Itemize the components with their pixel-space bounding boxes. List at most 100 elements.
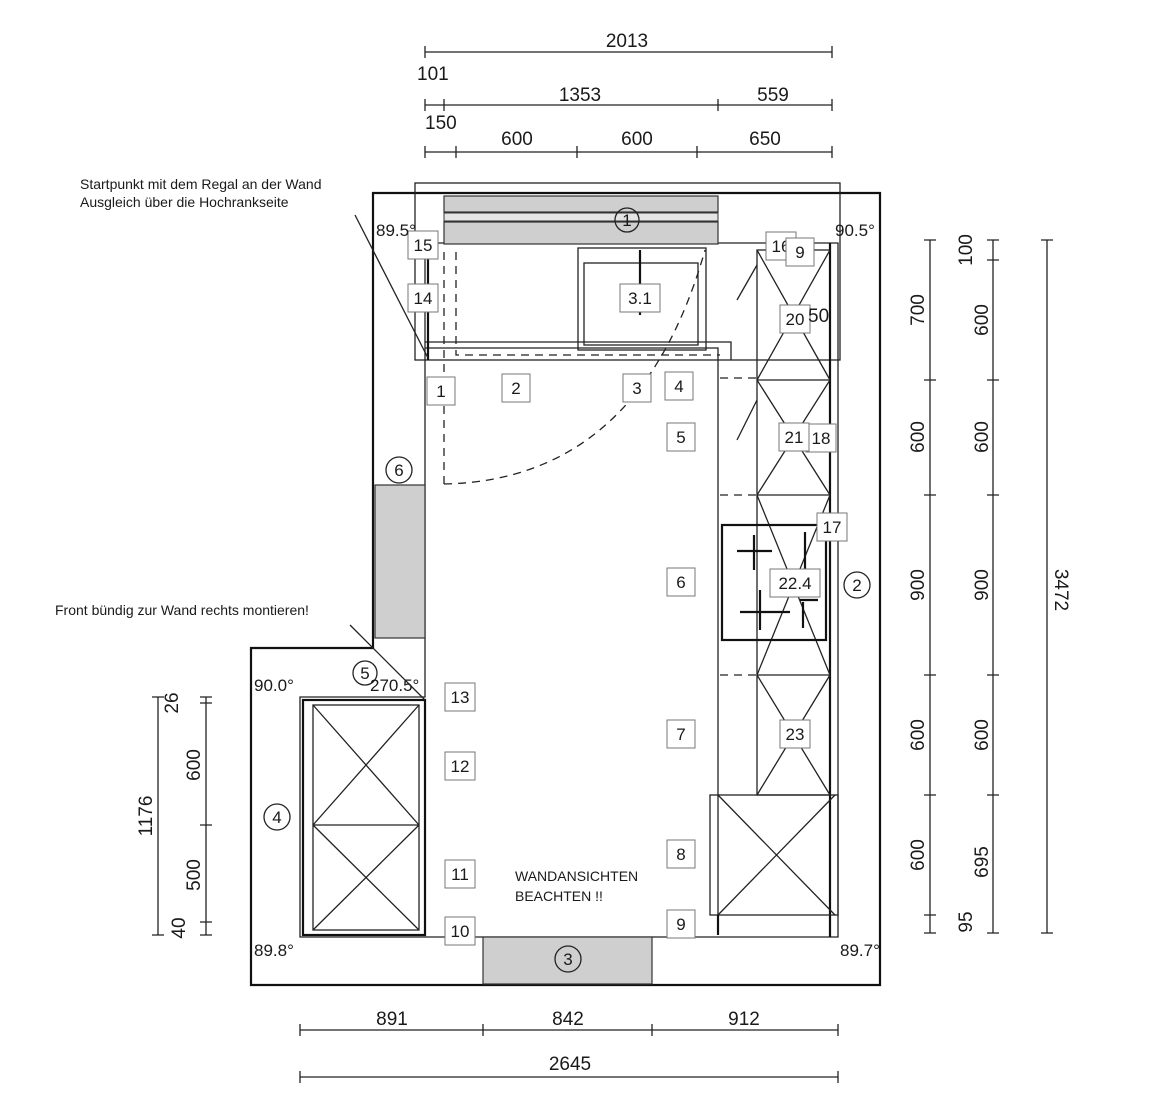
cabinet-label-frame bbox=[778, 422, 810, 452]
cabinet-number: 13 bbox=[451, 688, 470, 707]
cabinet-label-frame bbox=[666, 719, 696, 749]
dim-top-600b: 600 bbox=[621, 129, 653, 150]
wall-4-label: 4 bbox=[272, 808, 281, 827]
top-counter-outline bbox=[414, 182, 841, 361]
dim-right-total: 3472 bbox=[1050, 569, 1071, 611]
cabinet-label-frame bbox=[622, 373, 652, 403]
wall-3-label: 3 bbox=[563, 950, 572, 969]
wall-markers: 1 2 3 4 5 6 bbox=[263, 207, 871, 973]
dim-left-26: 26 bbox=[162, 692, 183, 713]
dim-top-650: 650 bbox=[749, 129, 781, 150]
dim-top-150: 150 bbox=[425, 113, 457, 134]
cabinet-number: 14 bbox=[414, 289, 433, 308]
dim-right-700: 700 bbox=[908, 294, 929, 326]
dim-left-600: 600 bbox=[184, 749, 205, 781]
dim-50: 50 bbox=[808, 306, 829, 327]
cabinet-number: 6 bbox=[676, 573, 685, 592]
dim-right-95: 95 bbox=[956, 911, 977, 932]
cabinet-number: 10 bbox=[451, 922, 470, 941]
door-swing-arc bbox=[443, 249, 706, 485]
note-wall-views-2: BEACHTEN !! bbox=[515, 888, 603, 904]
angle-mid-corner: 270.5° bbox=[370, 676, 419, 695]
cabinet-label-frame bbox=[805, 423, 837, 453]
cabinet-label-box: 12 bbox=[444, 751, 476, 781]
cabinet-number: 7 bbox=[676, 725, 685, 744]
cabinet-label-box: 18 bbox=[805, 423, 837, 453]
dimensions-right: 700 600 900 600 600 95 100 600 600 900 6… bbox=[908, 234, 1071, 934]
cabinet-number: 1 bbox=[436, 382, 445, 401]
tall-cabinets-left bbox=[301, 698, 427, 937]
dim-right2-695: 695 bbox=[972, 846, 993, 878]
dim-left-40: 40 bbox=[169, 917, 190, 938]
dim-top-1353: 1353 bbox=[559, 85, 601, 106]
base-cabinet-right bbox=[709, 794, 839, 916]
cabinet-label-box: 14 bbox=[407, 283, 439, 313]
cabinet-label-frame bbox=[619, 283, 661, 313]
cabinet-label-frame bbox=[444, 916, 476, 946]
cabinet-label-frame bbox=[779, 304, 811, 334]
dim-top-559: 559 bbox=[757, 85, 789, 106]
dimensions-top: 2013 101 1353 559 150 600 600 650 bbox=[417, 31, 833, 158]
dim-bottom-842: 842 bbox=[552, 1009, 584, 1030]
wall-5-label: 5 bbox=[360, 664, 369, 683]
cabinet-number: 22.4 bbox=[778, 574, 811, 593]
cabinet-label-frame bbox=[666, 839, 696, 869]
dim-left-total: 1176 bbox=[136, 796, 157, 837]
counter-front bbox=[425, 341, 732, 915]
base-dashed bbox=[443, 252, 757, 676]
cabinet-label-box: 21 bbox=[778, 422, 810, 452]
cabinet-label-frame bbox=[444, 682, 476, 712]
cabinet-number: 9 bbox=[676, 915, 685, 934]
wall-1-label: 1 bbox=[622, 211, 631, 230]
angle-mid-left: 90.0° bbox=[254, 676, 294, 695]
wall-2-label: 2 bbox=[852, 576, 861, 595]
cabinet-label-box: 15 bbox=[407, 230, 439, 260]
wall-6-label: 6 bbox=[394, 461, 403, 480]
cabinet-label-box: 4 bbox=[664, 371, 694, 401]
cabinet-number: 12 bbox=[451, 757, 470, 776]
cabinet-number: 3.1 bbox=[628, 289, 652, 308]
cabinet-label-frame bbox=[779, 719, 811, 749]
cabinet-label-frame bbox=[785, 237, 815, 267]
dim-right-900: 900 bbox=[908, 569, 929, 601]
cabinet-label-frame bbox=[666, 909, 696, 939]
cabinet-label-frame bbox=[666, 422, 696, 452]
dim-right2-600a: 600 bbox=[972, 304, 993, 336]
cabinet-number: 2 bbox=[511, 379, 520, 398]
dim-top-600a: 600 bbox=[501, 129, 533, 150]
cabinet-label-box: 1 bbox=[426, 376, 456, 406]
cabinet-label-frame bbox=[407, 230, 439, 260]
dim-right-600c: 600 bbox=[908, 839, 929, 871]
cabinet-label-box: 9 bbox=[666, 909, 696, 939]
cabinet-label-box: 8 bbox=[666, 839, 696, 869]
window-6 bbox=[374, 484, 426, 639]
cabinet-label-box: 6 bbox=[666, 567, 696, 597]
note-start-leader bbox=[354, 214, 429, 359]
dim-right2-900: 900 bbox=[972, 569, 993, 601]
cabinet-number: 4 bbox=[674, 377, 683, 396]
dim-top-total: 2013 bbox=[606, 31, 648, 52]
dim-bottom-891: 891 bbox=[376, 1009, 408, 1030]
angle-top-left: 89.5° bbox=[376, 221, 416, 240]
cabinet-label-box: 2 bbox=[501, 373, 531, 403]
cabinet-number: 3 bbox=[632, 379, 641, 398]
dim-top-101: 101 bbox=[417, 64, 449, 85]
cabinet-label-frame bbox=[407, 283, 439, 313]
cabinet-label-box: 9 bbox=[785, 237, 815, 267]
cabinet-number: 20 bbox=[786, 310, 805, 329]
cabinet-label-frame bbox=[444, 751, 476, 781]
cabinet-number: 9 bbox=[795, 243, 804, 262]
cabinet-label-frame bbox=[426, 376, 456, 406]
cabinet-number: 17 bbox=[823, 518, 842, 537]
window-1 bbox=[443, 195, 719, 245]
cabinet-label-box: 17 bbox=[816, 512, 848, 542]
cabinet-label-box: 5 bbox=[666, 422, 696, 452]
inner-wall bbox=[299, 242, 839, 938]
cabinet-label-box: 11 bbox=[444, 859, 476, 889]
cabinet-number: 8 bbox=[676, 845, 685, 864]
cabinet-label-box: 3.1 bbox=[619, 283, 661, 313]
angle-bottom-right: 89.7° bbox=[840, 941, 880, 960]
cabinet-label-frame bbox=[816, 512, 848, 542]
